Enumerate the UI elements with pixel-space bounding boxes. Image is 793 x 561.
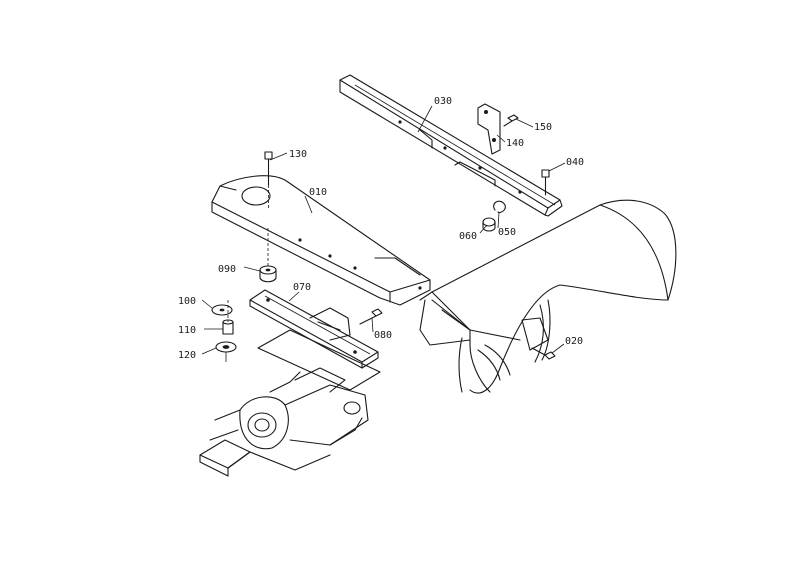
- bolt-080: [359, 308, 383, 325]
- callout-020: 020: [565, 336, 583, 347]
- leader-lines: [201, 105, 566, 355]
- callout-090: 090: [218, 264, 236, 275]
- washer-100: [211, 304, 233, 316]
- bolt-020: [531, 347, 556, 360]
- callout-070: 070: [293, 282, 311, 293]
- bolt-150: [503, 114, 519, 127]
- rail-030: [339, 74, 563, 217]
- lower-plate: [257, 307, 381, 391]
- callouts: 130 010 030 150 140 040 050 060 070 090 …: [178, 96, 584, 361]
- crossmember-010: [211, 175, 431, 306]
- clip-050: [493, 200, 506, 214]
- callout-110: 110: [178, 325, 196, 336]
- callout-060: 060: [459, 231, 477, 242]
- callout-140: 140: [506, 138, 524, 149]
- callout-130: 130: [289, 149, 307, 160]
- bracket-140: [477, 103, 501, 155]
- callout-040: 040: [566, 157, 584, 168]
- callout-100: 100: [178, 296, 196, 307]
- bushing-060: [482, 217, 496, 232]
- callout-010: 010: [309, 187, 327, 198]
- fender-body: [419, 199, 677, 394]
- callout-120: 120: [178, 350, 196, 361]
- callout-150: 150: [534, 122, 552, 133]
- bolt-040: [541, 169, 550, 196]
- callout-080: 080: [374, 330, 392, 341]
- callout-050: 050: [498, 227, 516, 238]
- channel-070: [249, 289, 379, 369]
- bolt-130: [264, 151, 273, 210]
- spacer-110: [222, 319, 234, 335]
- transmission-housing: [199, 367, 369, 477]
- mount-090: [259, 228, 277, 283]
- callout-030: 030: [434, 96, 452, 107]
- mount-120: [215, 341, 237, 362]
